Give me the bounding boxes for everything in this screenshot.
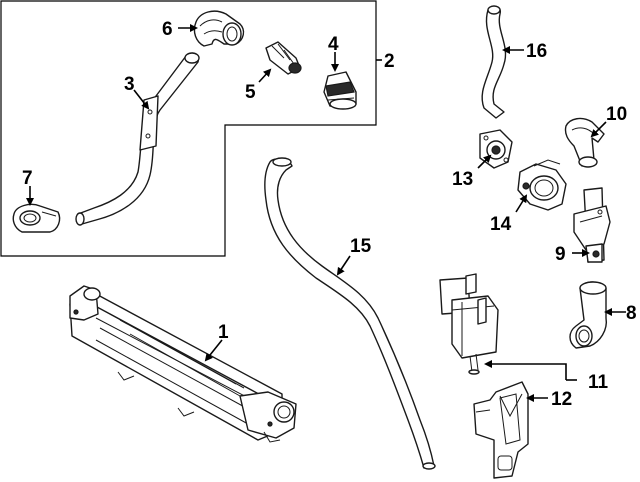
part-8-coolant-hose[interactable] xyxy=(569,281,607,349)
callout-14: 14 xyxy=(490,214,512,235)
callout-2: 2 xyxy=(384,51,395,72)
leader-14 xyxy=(515,194,528,213)
leader-10 xyxy=(590,121,607,138)
part-4-bellows-boot[interactable] xyxy=(323,71,357,110)
callout-5: 5 xyxy=(245,82,256,103)
leader-3 xyxy=(133,89,150,110)
callout-10: 10 xyxy=(606,104,627,125)
part-5-hose-boot[interactable] xyxy=(265,41,302,75)
callout-6: 6 xyxy=(162,19,173,40)
part-10-elbow-hose[interactable] xyxy=(564,117,605,168)
leader-13 xyxy=(477,154,492,169)
part-6-elbow-hose[interactable] xyxy=(193,10,245,47)
leader-1 xyxy=(204,339,223,362)
part-15-long-coolant-pipe[interactable] xyxy=(264,157,436,470)
callout-4: 4 xyxy=(328,34,339,55)
callout-11: 11 xyxy=(588,372,609,393)
callout-7: 7 xyxy=(22,168,33,189)
callout-13: 13 xyxy=(452,169,473,190)
callout-9: 9 xyxy=(555,244,566,265)
part-12-mounting-bracket[interactable] xyxy=(473,381,529,479)
part-16-curved-hose[interactable] xyxy=(481,5,507,119)
part-9-pipe-bracket[interactable] xyxy=(573,187,611,263)
assembly-group-outline xyxy=(0,0,377,257)
callout-3: 3 xyxy=(124,74,135,95)
part-13-thermostat-housing[interactable] xyxy=(479,129,513,169)
part-14-water-outlet[interactable] xyxy=(517,159,567,211)
callout-1: 1 xyxy=(218,322,229,343)
callout-8: 8 xyxy=(626,303,637,324)
callout-15: 15 xyxy=(350,236,372,257)
callout-16: 16 xyxy=(526,41,547,62)
part-3-intake-pipe[interactable] xyxy=(75,52,200,226)
leader-5 xyxy=(258,68,272,83)
callout-12: 12 xyxy=(551,389,572,410)
leader-11-bracket xyxy=(484,360,567,380)
part-11-valve-assembly[interactable] xyxy=(439,273,499,375)
part-1-intercooler[interactable] xyxy=(69,285,297,443)
leader-15 xyxy=(336,255,351,276)
part-7-elbow-fitting[interactable] xyxy=(12,203,61,233)
